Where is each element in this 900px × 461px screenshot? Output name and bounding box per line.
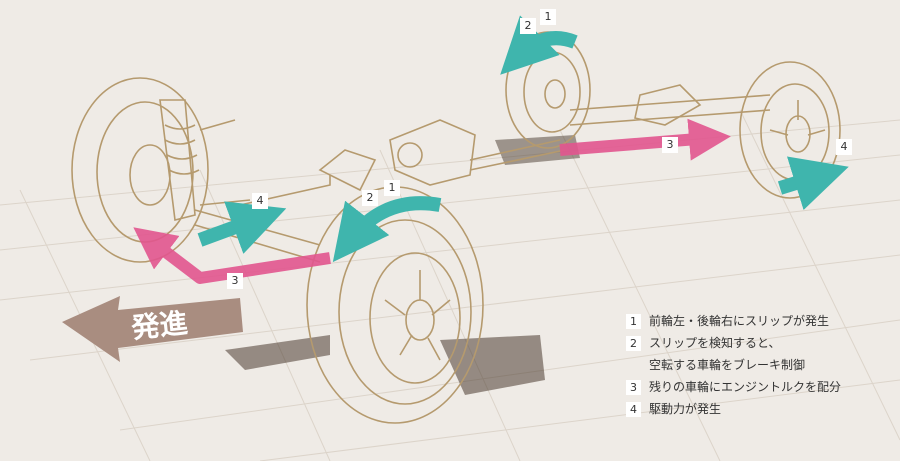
callout-rear-3: 3 (662, 137, 678, 153)
teal-arrows (197, 15, 849, 263)
legend-item-4: 4 駆動力が発生 (626, 402, 886, 424)
rear-slip-arrow (500, 15, 578, 75)
legend-item-2-continued: 空転する車輪をブレーキ制御 (626, 358, 886, 380)
legend-number: 1 (626, 314, 641, 329)
floor-shadows (225, 135, 580, 395)
legend-text: 残りの車輪にエンジントルクを配分 (649, 380, 842, 394)
front-drive-arrow (197, 201, 287, 254)
legend-item-2: 2 スリップを検知すると、 (626, 336, 886, 358)
start-direction-arrow: 発進 (62, 296, 243, 362)
legend: 1 前輪左・後輪右にスリップが発生 2 スリップを検知すると、 空転する車輪をブ… (626, 314, 886, 424)
legend-number: 2 (626, 336, 641, 351)
legend-text: 前輪左・後輪右にスリップが発生 (649, 314, 830, 328)
front-slip-arrow (332, 196, 442, 263)
callout-rear-2: 2 (520, 18, 536, 34)
callout-front-1: 1 (384, 180, 400, 196)
legend-number: 3 (626, 380, 641, 395)
legend-text: 空転する車輪をブレーキ制御 (649, 358, 806, 372)
pink-arrows (133, 118, 731, 284)
callout-rear-4: 4 (836, 139, 852, 155)
rear-drive-arrow (777, 156, 849, 211)
rear-torque-arrow (559, 118, 731, 161)
callout-front-2: 2 (362, 190, 378, 206)
start-label: 発進 (129, 306, 189, 345)
legend-item-1: 1 前輪左・後輪右にスリップが発生 (626, 314, 886, 336)
callout-front-3: 3 (227, 273, 243, 289)
legend-text: スリップを検知すると、 (649, 336, 781, 350)
front-torque-arrow (133, 227, 331, 284)
callout-front-4: 4 (252, 193, 268, 209)
legend-item-3: 3 残りの車輪にエンジントルクを配分 (626, 380, 886, 402)
callout-rear-1: 1 (540, 9, 556, 25)
floor-grid (0, 109, 900, 461)
legend-number: 4 (626, 402, 641, 417)
legend-text: 駆動力が発生 (649, 402, 722, 416)
